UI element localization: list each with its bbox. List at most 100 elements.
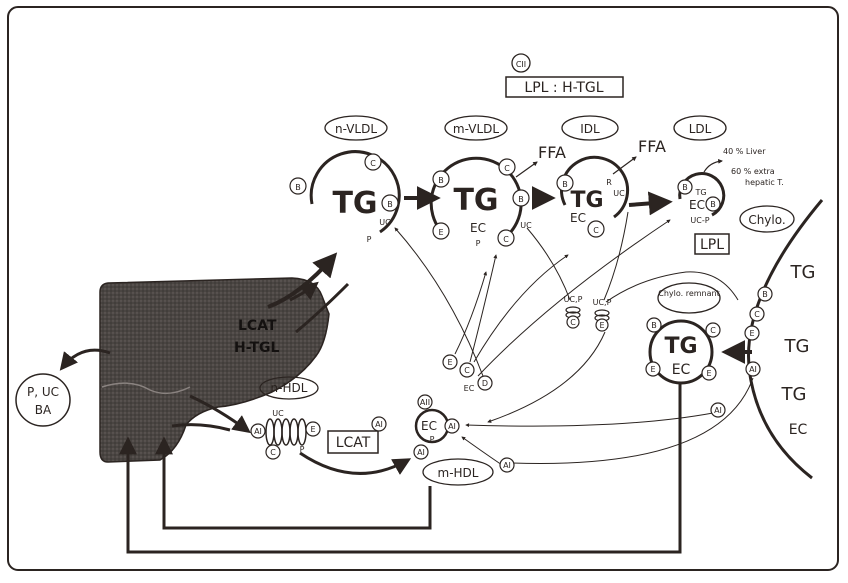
nvldl-uc: UC bbox=[379, 218, 391, 227]
nhdl-apo-c: C bbox=[270, 448, 276, 457]
free-a1-right-label: AI bbox=[714, 406, 722, 415]
cii-label: CII bbox=[516, 60, 526, 69]
liver-lcat-label: LCAT bbox=[238, 318, 277, 334]
chylo-a1-line bbox=[512, 378, 753, 463]
nhdl-apo-a1: AI bbox=[254, 427, 262, 436]
chylo-apo-b: B bbox=[762, 290, 768, 299]
idl-uc: UC bbox=[613, 189, 625, 198]
remnant-name: Chylo. remnant bbox=[658, 289, 719, 298]
chylo-apo-a1: AI bbox=[749, 365, 757, 374]
liver-htgl-label: H-TGL bbox=[234, 340, 280, 356]
apo-c-to-idl bbox=[474, 255, 568, 362]
idl-r: R bbox=[606, 178, 612, 187]
ldl-liver-fate: 40 % Liver bbox=[723, 147, 766, 156]
idl-ec: EC bbox=[570, 211, 586, 225]
mvldl-tg: TG bbox=[453, 183, 498, 218]
idl-particle: IDL TG EC B C R UC bbox=[557, 116, 628, 237]
idl-to-disc-line bbox=[604, 212, 628, 300]
free-a1-lower-label: AI bbox=[503, 461, 511, 470]
mvldl-apo-e: E bbox=[438, 228, 443, 237]
remnant-apo-e2: E bbox=[706, 369, 711, 378]
mvldl-ffa-arrow bbox=[516, 162, 537, 177]
lpl-htgl-label: LPL : H-TGL bbox=[524, 80, 603, 96]
nhdl-to-mhdl-arrow bbox=[300, 453, 408, 473]
nhdl-apo-e: E bbox=[310, 425, 315, 434]
mhdl-apo-a1b: AI bbox=[417, 448, 425, 457]
remnant-apo-c: C bbox=[710, 326, 716, 335]
m-vldl-particle: m-VLDL TG EC B C B E C P UC bbox=[431, 116, 532, 248]
n-vldl-particle: n-VLDL TG B C B UC P bbox=[290, 116, 399, 244]
nvldl-name: n-VLDL bbox=[335, 122, 377, 136]
mvldl-p: P bbox=[476, 239, 481, 248]
chylo-tg-2: TG bbox=[784, 336, 810, 357]
free-ec: EC bbox=[464, 384, 475, 393]
ffa-2: FFA bbox=[638, 137, 666, 156]
nhdl-name: n-HDL bbox=[271, 381, 308, 395]
remnant-tg: TG bbox=[664, 334, 697, 359]
ldl-extra-fate: 60 % extra bbox=[731, 167, 775, 176]
free-apoproteins: E C EC D bbox=[443, 355, 492, 393]
ldl-tg: TG bbox=[694, 188, 706, 197]
mhdl-free-a1: AI bbox=[375, 420, 383, 429]
ucp-right-label: UC,P bbox=[593, 298, 612, 307]
free-apo-e: E bbox=[447, 358, 452, 367]
idl-apo-b: B bbox=[562, 180, 568, 189]
idl-tg: TG bbox=[570, 188, 603, 213]
ldl-apo-b2: B bbox=[710, 200, 716, 209]
chylo-apo-e: E bbox=[749, 329, 754, 338]
mhdl-p: P bbox=[430, 435, 435, 444]
remnant-ec: EC bbox=[672, 362, 691, 378]
remnant-apo-e1: E bbox=[650, 365, 655, 374]
ucp-left-apo: C bbox=[570, 318, 576, 327]
chylo-apo-c: C bbox=[754, 310, 760, 319]
apo-e-to-mvldl bbox=[455, 272, 486, 354]
ucp-left-label: UC,P bbox=[564, 295, 583, 304]
lcat-label: LCAT bbox=[336, 435, 371, 451]
a1-to-mhdl-upper bbox=[466, 413, 713, 426]
nvldl-apo-b2: B bbox=[387, 200, 393, 209]
bile-line2: BA bbox=[35, 403, 52, 417]
mhdl-ec: EC bbox=[421, 419, 437, 433]
ldl-particle: LDL TG EC B B UC-P bbox=[674, 116, 726, 225]
mhdl-apo-a2: AII bbox=[420, 398, 430, 407]
mvldl-name: m-VLDL bbox=[453, 122, 499, 136]
chylo-tg-1: TG bbox=[790, 262, 816, 283]
free-apo-c: C bbox=[464, 366, 470, 375]
idl-to-ldl-arrow bbox=[629, 202, 668, 205]
nvldl-apo-b: B bbox=[295, 183, 301, 192]
ucp-right-apo: E bbox=[599, 321, 604, 330]
chylomicron: Chylo. TG TG TG EC B C E AI bbox=[740, 200, 822, 478]
chylo-remnant-particle: Chylo. remnant TG EC B C E E bbox=[646, 283, 720, 383]
chylo-tg-3: TG bbox=[781, 384, 807, 405]
apo-d-to-nvldl bbox=[395, 228, 483, 376]
ldl-ucp: UC-P bbox=[690, 216, 709, 225]
mvldl-ec: EC bbox=[470, 221, 486, 235]
free-apo-d: D bbox=[482, 379, 488, 388]
ldl-name: LDL bbox=[689, 122, 712, 136]
ldl-extra-fate-2: hepatic T. bbox=[745, 178, 784, 187]
chylo-name: Chylo. bbox=[748, 213, 785, 227]
chylo-ec: EC bbox=[789, 422, 808, 438]
ldl-fate-arrow bbox=[704, 161, 722, 172]
bile-products bbox=[16, 374, 70, 426]
idl-apo-c: C bbox=[593, 226, 599, 235]
mhdl-name: m-HDL bbox=[438, 466, 479, 480]
lpl-label: LPL bbox=[700, 237, 724, 253]
mhdl-return-to-liver bbox=[164, 440, 430, 528]
mvldl-apo-c2: C bbox=[503, 235, 509, 244]
idl-name: IDL bbox=[580, 122, 600, 136]
ucp-discs: UC,P C UC,P E bbox=[564, 295, 612, 331]
nhdl-uc: UC bbox=[272, 409, 284, 418]
bile-line1: P, UC bbox=[27, 385, 59, 399]
nvldl-apo-c: C bbox=[370, 159, 376, 168]
nvldl-p: P bbox=[367, 235, 372, 244]
ffa-1: FFA bbox=[538, 143, 566, 162]
mhdl-apo-a1: AI bbox=[448, 422, 456, 431]
liver: LCAT H-TGL bbox=[100, 278, 329, 462]
mvldl-apo-b1: B bbox=[438, 176, 444, 185]
ldl-ec: EC bbox=[689, 198, 705, 212]
m-hdl-particle: AI EC P AII AI AI m-HDL bbox=[372, 395, 493, 485]
remnant-apo-b: B bbox=[651, 321, 657, 330]
